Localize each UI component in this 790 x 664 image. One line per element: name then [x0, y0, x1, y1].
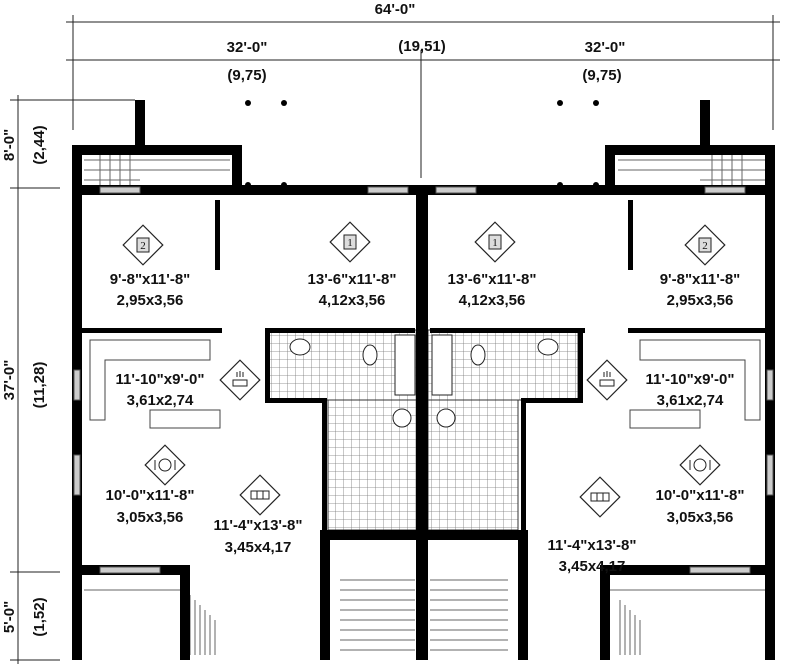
kitchen-pot-icon — [219, 359, 261, 401]
left-dining-metric: 3,05x3,56 — [117, 509, 184, 526]
house-depth-metric: (11,28) — [31, 362, 48, 409]
left-kitchen-metric: 3,61x2,74 — [127, 392, 194, 409]
overall-width-metric: (19,51) — [398, 38, 446, 55]
walls — [72, 100, 775, 660]
left-unit-width-metric: (9,75) — [227, 67, 266, 84]
front-porch-depth-label: 5'-0" — [1, 601, 18, 633]
right-dining-metric: 3,05x3,56 — [667, 509, 734, 526]
front-porch-depth-metric: (1,52) — [31, 597, 48, 636]
left-dining-size: 10'-0"x11'-8" — [106, 487, 195, 504]
rear-porch-depth-metric: (2,44) — [31, 125, 48, 164]
right-kitchen-size: 11'-10"x9'-0" — [646, 371, 735, 388]
right-unit-width-metric: (9,75) — [582, 67, 621, 84]
kitchen-pot-icon — [586, 359, 628, 401]
dining-plate-icon — [144, 444, 186, 486]
windows — [73, 186, 774, 574]
right-bedroom2-size: 9'-8"x11'-8" — [660, 271, 741, 288]
svg-text:2: 2 — [702, 240, 708, 252]
right-living-size: 11'-4"x13'-8" — [548, 537, 637, 554]
left-living-size: 11'-4"x13'-8" — [214, 517, 303, 534]
overall-width-label: 64'-0" — [375, 1, 416, 18]
left-unit-width-label: 32'-0" — [227, 39, 268, 56]
left-bedroom2-metric: 2,95x3,56 — [117, 292, 184, 309]
left-bedroom1-metric: 4,12x3,56 — [319, 292, 386, 309]
left-bedroom1-size: 13'-6"x11'-8" — [308, 271, 397, 288]
bedroom-2-icon: 2 — [122, 224, 164, 266]
living-sofa-icon — [579, 476, 621, 518]
right-kitchen-metric: 3,61x2,74 — [657, 392, 724, 409]
svg-text:2: 2 — [140, 240, 146, 252]
right-unit-width-label: 32'-0" — [585, 39, 626, 56]
living-sofa-icon — [239, 474, 281, 516]
right-bedroom1-metric: 4,12x3,56 — [459, 292, 526, 309]
left-living-metric: 3,45x4,17 — [225, 539, 292, 556]
bedroom-1-icon: 1 — [474, 221, 516, 263]
bedroom-1-icon: 1 — [329, 221, 371, 263]
dining-plate-icon — [679, 444, 721, 486]
rear-porch-depth-label: 8'-0" — [1, 129, 18, 161]
house-depth-label: 37'-0" — [1, 360, 18, 401]
svg-text:1: 1 — [347, 237, 353, 249]
right-dining-size: 10'-0"x11'-8" — [656, 487, 745, 504]
bedroom-2-icon: 2 — [684, 224, 726, 266]
right-bedroom1-size: 13'-6"x11'-8" — [448, 271, 537, 288]
svg-text:1: 1 — [492, 237, 498, 249]
post-dots — [245, 100, 599, 188]
stairs — [84, 155, 765, 655]
left-bedroom2-size: 9'-8"x11'-8" — [110, 271, 191, 288]
left-kitchen-size: 11'-10"x9'-0" — [116, 371, 205, 388]
tiled-floors — [267, 329, 579, 531]
dimension-lines — [10, 15, 780, 664]
right-living-metric: 3,45x4,17 — [559, 558, 626, 575]
kitchen-counters — [89, 339, 761, 429]
right-bedroom2-metric: 2,95x3,56 — [667, 292, 734, 309]
